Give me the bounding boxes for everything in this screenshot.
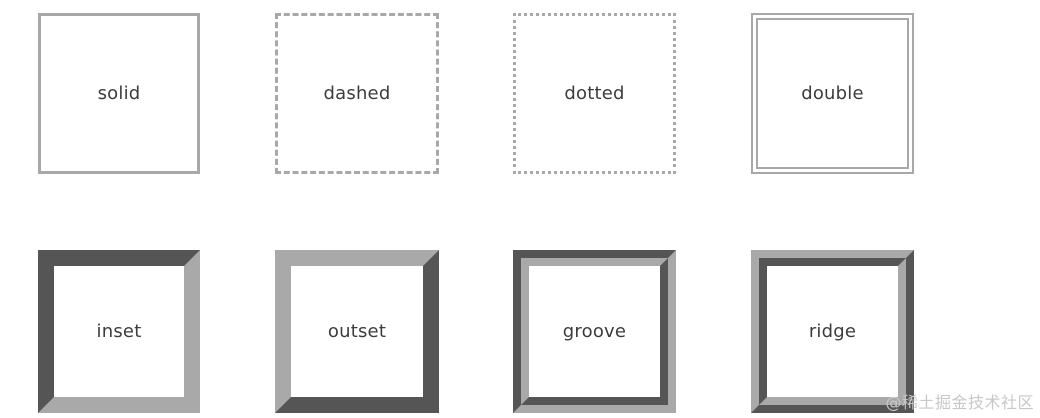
groove-inner-frame — [521, 258, 668, 405]
groove-label: groove — [562, 321, 627, 342]
dotted-border-box: dotted — [513, 13, 676, 174]
groove-outer-frame — [513, 250, 676, 413]
solid-border-box: solid — [38, 13, 200, 174]
double-border-box: double — [751, 13, 914, 174]
inset-label: inset — [96, 321, 142, 342]
dashed-border-box: dashed — [275, 13, 439, 174]
ridge-outer-frame — [751, 250, 914, 413]
groove-border-box: groove — [513, 250, 676, 413]
ridge-border-box: ridge — [751, 250, 914, 413]
ridge-inner-frame — [759, 258, 906, 405]
solid-label: solid — [97, 83, 141, 104]
dashed-label: dashed — [323, 83, 391, 104]
double-label: double — [801, 83, 864, 104]
ridge-label: ridge — [808, 321, 857, 342]
outset-border-box: outset — [275, 250, 439, 413]
dotted-label: dotted — [564, 83, 625, 104]
watermark: @稀土掘金技术社区 — [885, 393, 1034, 412]
inset-border-box: inset — [38, 250, 200, 413]
outset-label: outset — [327, 321, 387, 342]
